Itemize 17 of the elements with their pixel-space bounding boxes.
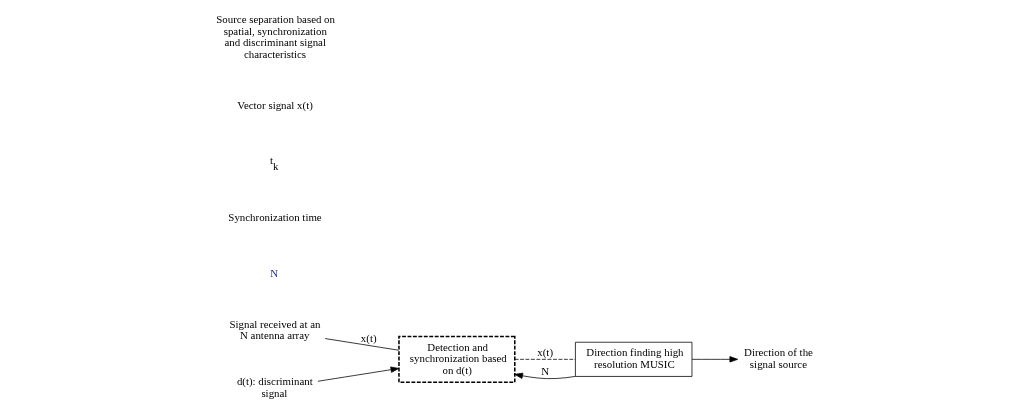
- label: Source separation based on spatial, synchronization and discriminant signal characteristics: [215, 12, 335, 60]
- label: Synchronization time: [227, 210, 322, 223]
- arrow: [317, 366, 399, 382]
- node-box: Detection and synchronization based on d(t): [397, 335, 516, 384]
- node-box: Direction finding high resolution MUSIC: [574, 341, 692, 377]
- edge-label: x(t): [360, 332, 377, 345]
- connector: [513, 358, 576, 360]
- arrow: [691, 356, 738, 363]
- node-text: d(t): discriminant signal: [236, 375, 313, 399]
- node-text: Signal received at an N antenna array: [229, 317, 320, 342]
- edge-label: N: [540, 365, 549, 378]
- label: Vector signal x(t): [236, 98, 313, 111]
- edge-label: x(t): [536, 346, 553, 359]
- connector: [324, 338, 399, 351]
- node-text: Direction of the signal source: [743, 346, 813, 371]
- arrow: [513, 372, 576, 380]
- label: N: [269, 266, 278, 279]
